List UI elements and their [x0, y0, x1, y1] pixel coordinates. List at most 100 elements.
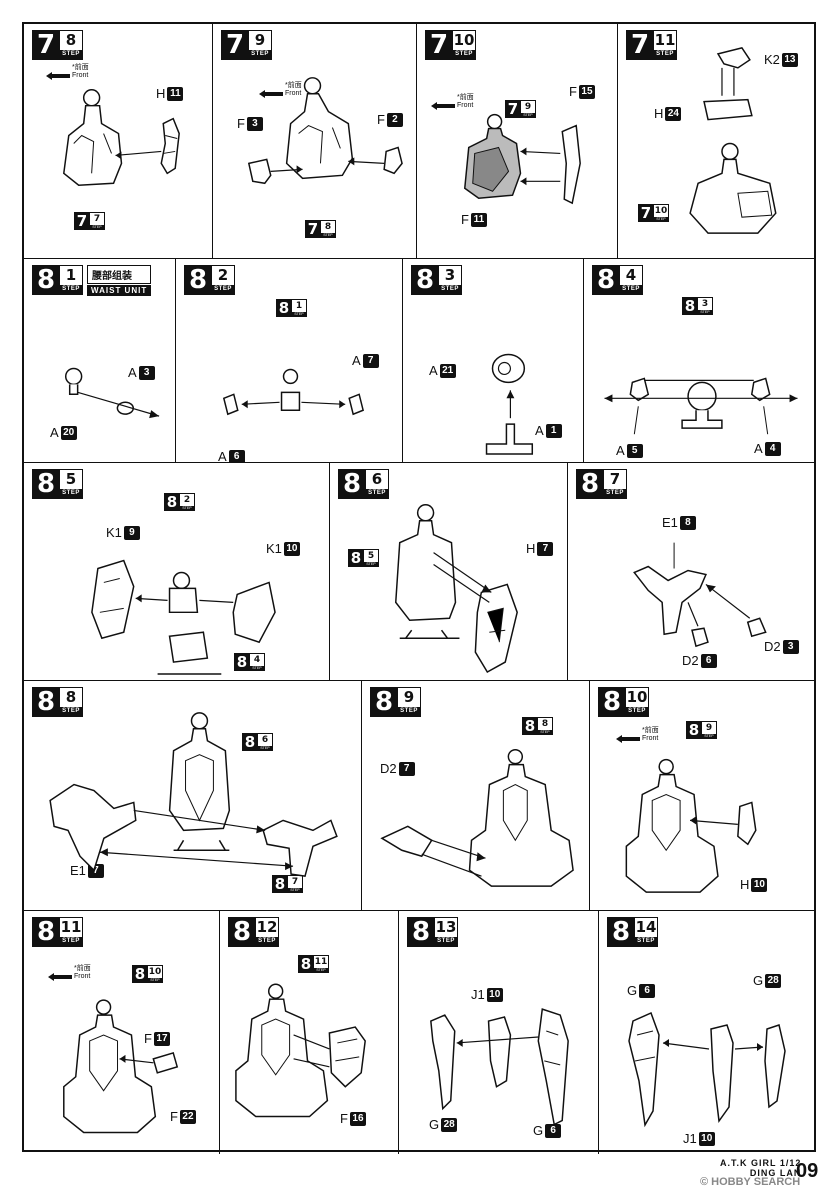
torso-diagram — [689, 47, 777, 234]
waist-diagram — [63, 999, 179, 1134]
product-title: A.T.K GIRL 1/12 DING LAN — [720, 1158, 802, 1178]
joint-diagram — [64, 367, 160, 419]
torso-diagram — [62, 89, 180, 187]
waist-diagram — [49, 712, 338, 877]
joint-diagram — [604, 377, 798, 435]
torso-diagram — [247, 77, 403, 185]
torso-diagram — [463, 113, 581, 205]
skirt-armor-diagram — [628, 1011, 786, 1128]
watermark: © HOBBY SEARCH — [700, 1176, 801, 1188]
unit-title: 腰部组装 WAIST UNIT — [87, 264, 152, 296]
waist-diagram — [625, 758, 757, 893]
joint-diagram — [222, 368, 365, 416]
joint-diagram — [633, 542, 767, 648]
skirt-armor-diagram — [430, 1008, 569, 1126]
joint-diagram — [91, 559, 276, 675]
waist-diagram — [380, 748, 574, 887]
joint-diagram — [485, 353, 534, 455]
page-number: 09 — [796, 1160, 819, 1182]
